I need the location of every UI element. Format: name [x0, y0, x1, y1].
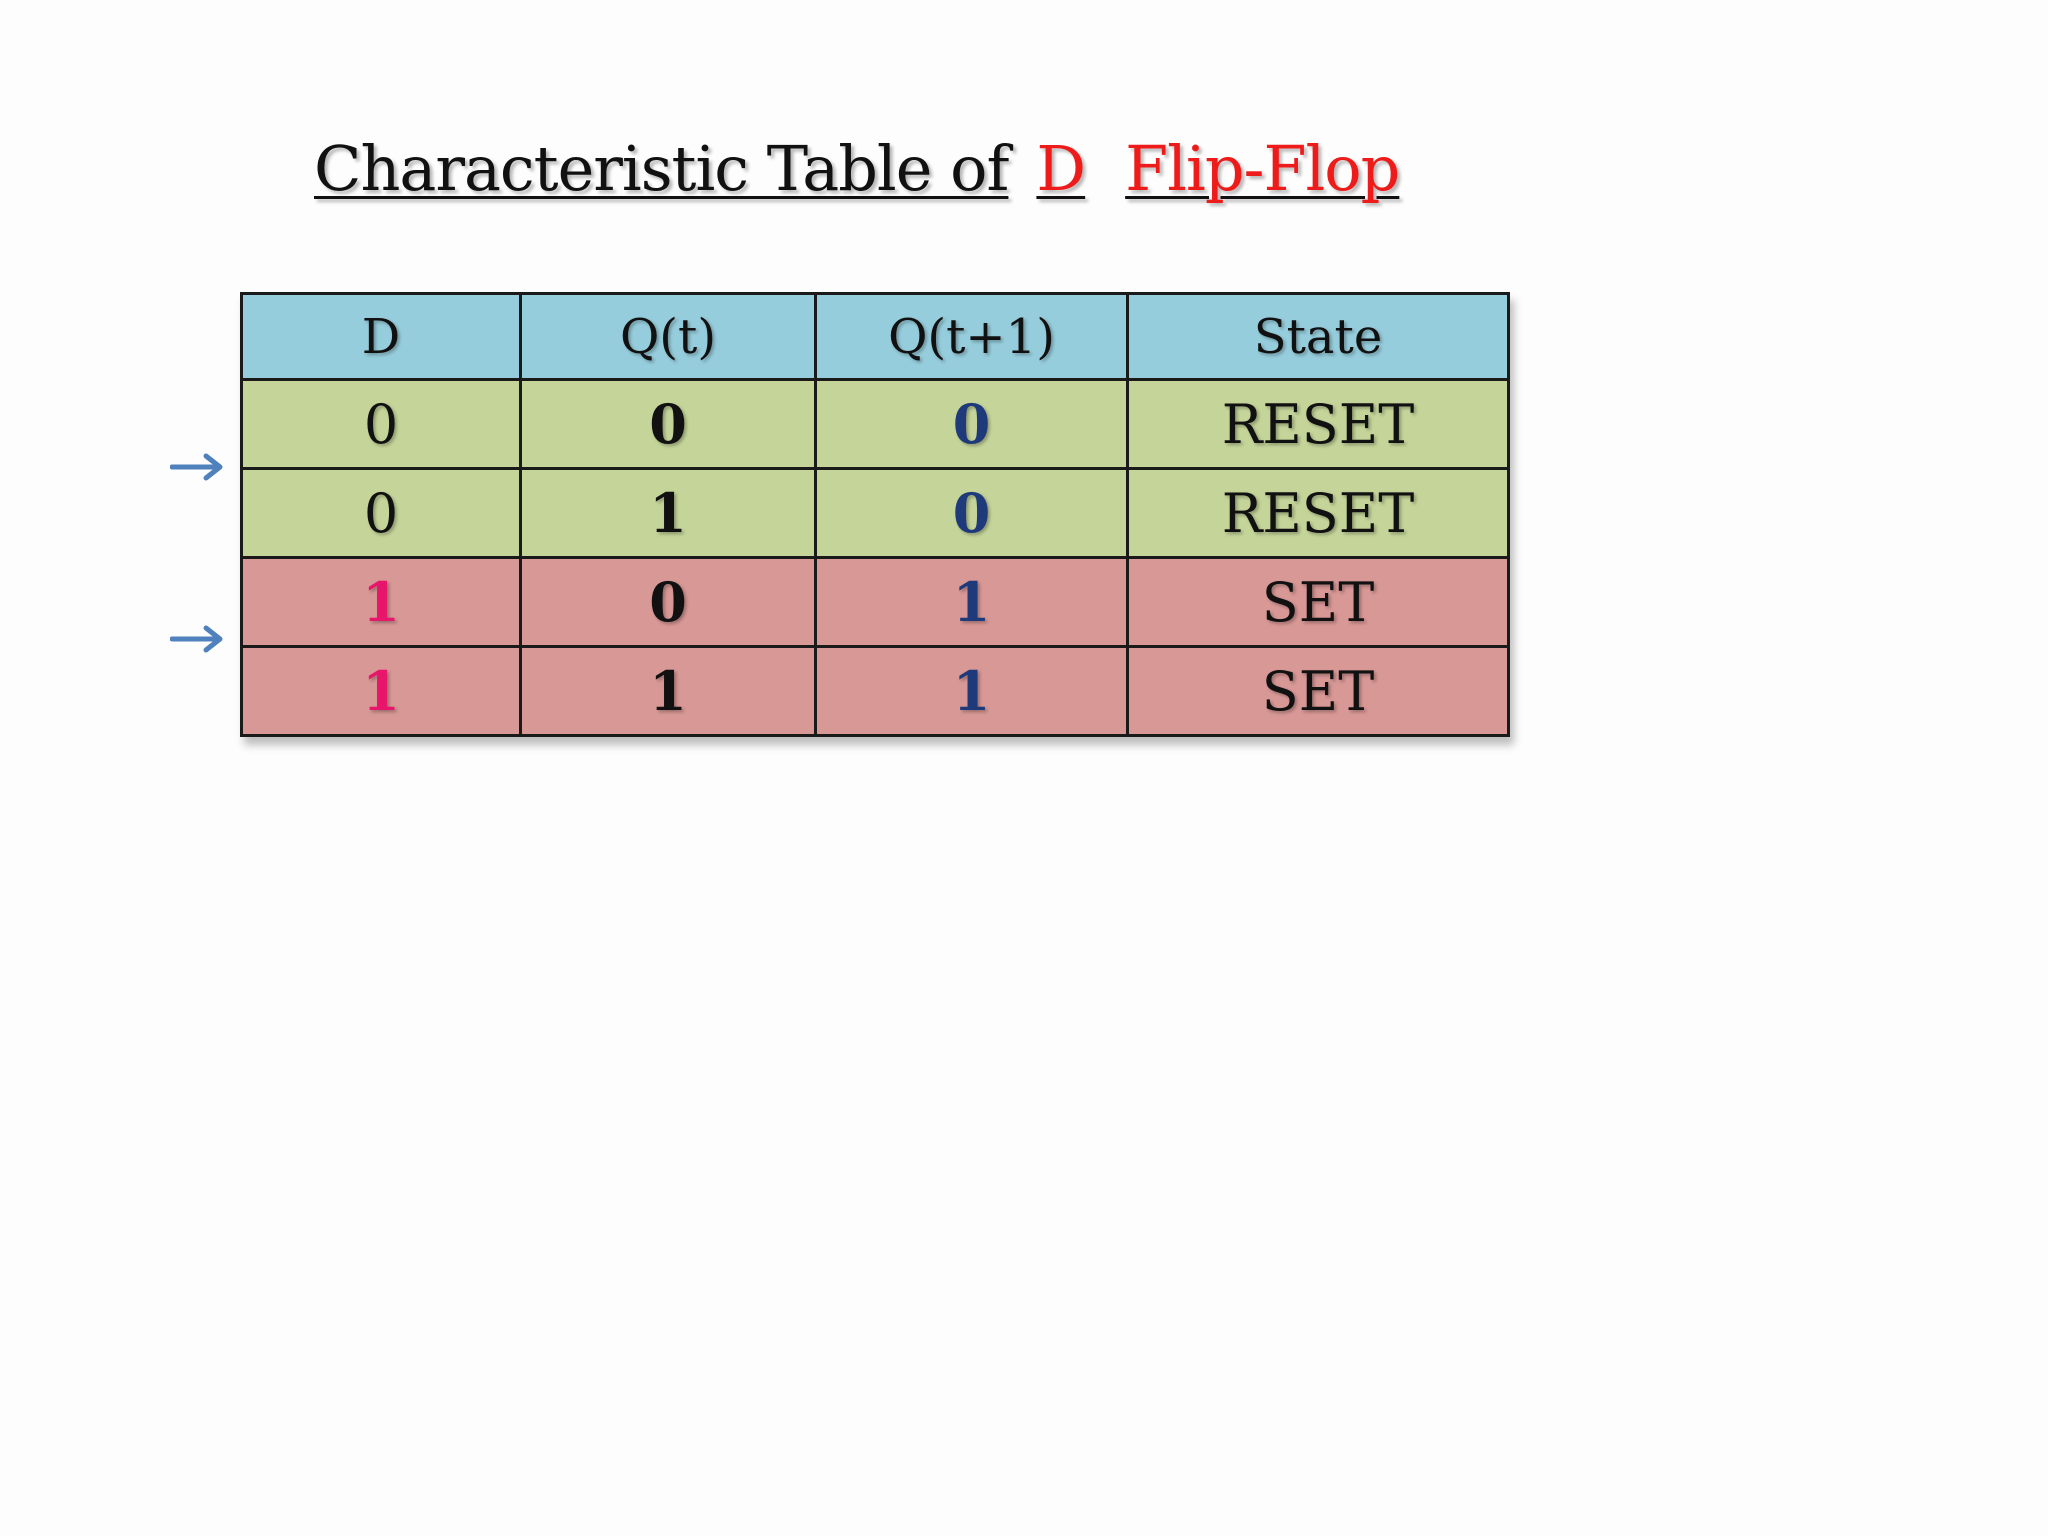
title-prefix: Characteristic Table of — [314, 132, 1009, 205]
cell-qt1: 0 — [814, 467, 1129, 559]
arrow-right-icon — [170, 453, 223, 481]
cell-state: RESET — [1126, 378, 1510, 470]
cell-qt: 0 — [519, 556, 817, 648]
cell-qt: 1 — [519, 467, 817, 559]
header-qt: Q(t) — [519, 292, 817, 381]
table-row: 1 0 1 SET — [240, 556, 1510, 648]
header-qt1: Q(t+1) — [814, 292, 1129, 381]
cell-d: 0 — [240, 467, 522, 559]
title-highlight-flipflop: Flip-Flop — [1125, 132, 1400, 205]
cell-qt1: 0 — [814, 378, 1129, 470]
table-header-row: D Q(t) Q(t+1) State — [240, 292, 1510, 381]
cell-state: SET — [1126, 556, 1510, 648]
table-row: 0 0 0 RESET — [240, 378, 1510, 470]
characteristic-table: D Q(t) Q(t+1) State 0 0 0 RESET 0 1 0 RE… — [240, 292, 1510, 737]
title-highlight-d: D — [1036, 132, 1086, 205]
cell-state: SET — [1126, 645, 1510, 737]
header-d: D — [240, 292, 522, 381]
cell-qt: 0 — [519, 378, 817, 470]
cell-qt1: 1 — [814, 645, 1129, 737]
cell-state: RESET — [1126, 467, 1510, 559]
slide-title: Characteristic Table of D Flip-Flop — [314, 132, 1400, 205]
cell-d: 1 — [240, 645, 522, 737]
table-row: 0 1 0 RESET — [240, 467, 1510, 559]
table-row: 1 1 1 SET — [240, 645, 1510, 737]
cell-d: 1 — [240, 556, 522, 648]
cell-d: 0 — [240, 378, 522, 470]
arrow-right-icon — [170, 625, 223, 653]
cell-qt1: 1 — [814, 556, 1129, 648]
header-state: State — [1126, 292, 1510, 381]
cell-qt: 1 — [519, 645, 817, 737]
